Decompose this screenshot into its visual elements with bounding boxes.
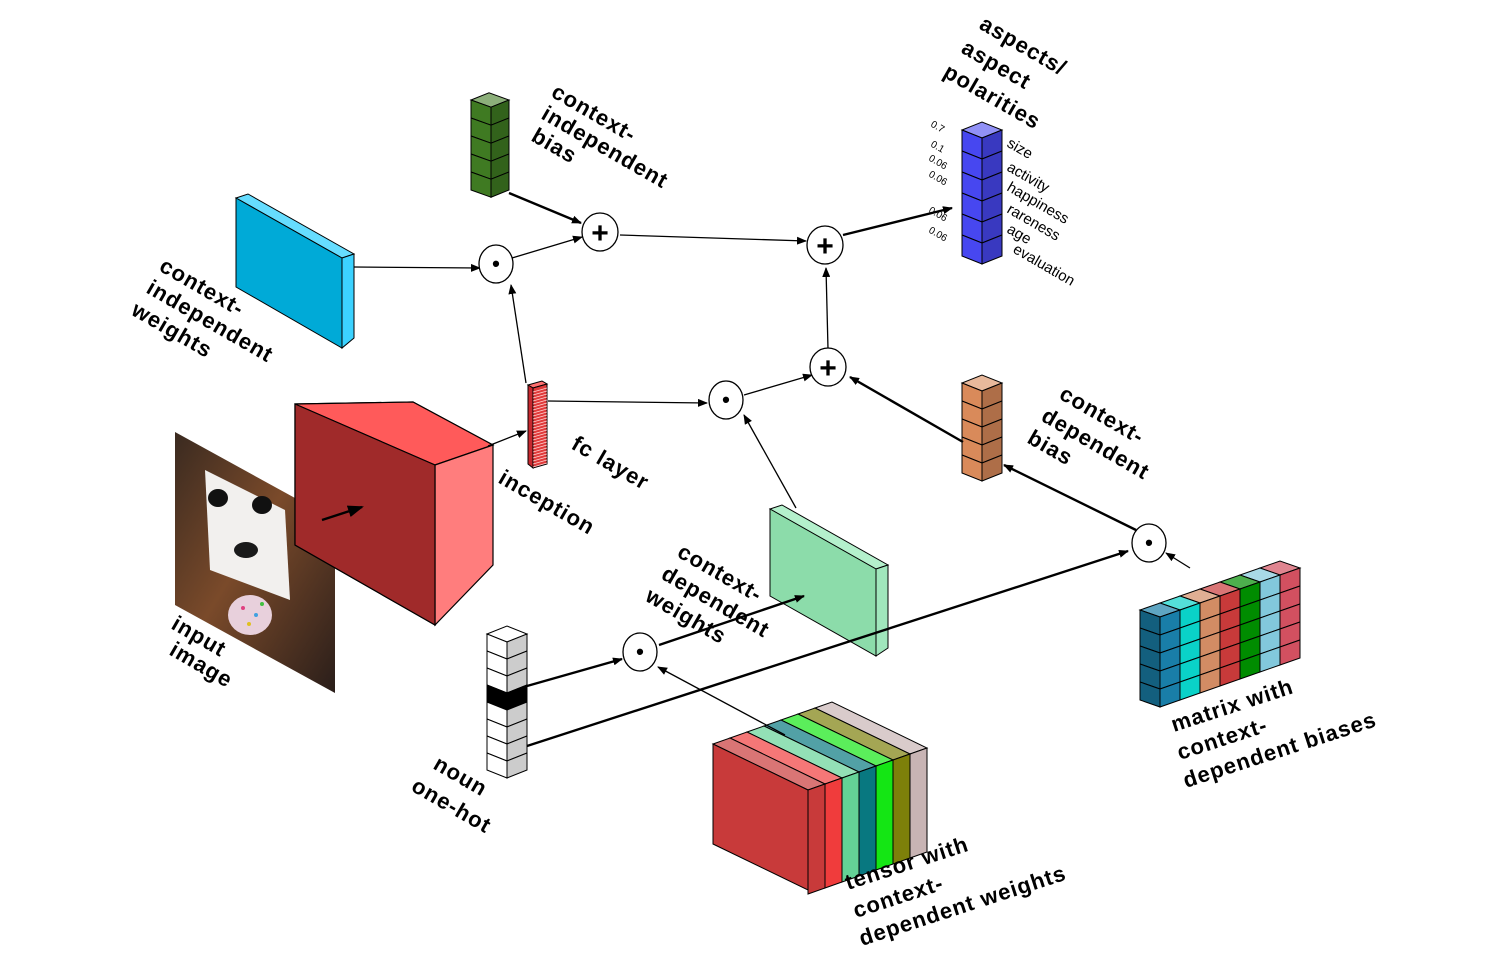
fc-unit-2: [532, 393, 548, 399]
tensor-slice-3: [858, 765, 877, 877]
fc-unit-22: [532, 453, 548, 459]
arrow-dot1-to-plus1: [511, 235, 583, 259]
op-plus-2: +: [806, 225, 844, 265]
op-dot-2-symbol: •: [722, 387, 730, 412]
tensor-slice-1: [824, 777, 843, 889]
arrow-ci-weights-to-dot1: [353, 263, 481, 272]
output-value-age: 0.06: [927, 205, 950, 224]
fc-unit-7: [532, 408, 548, 414]
fc-unit-20: [532, 447, 548, 453]
op-plus-3: +: [809, 347, 847, 387]
fc-unit-18: [532, 441, 548, 447]
arrow-plus3-to-plus2: [822, 267, 831, 350]
fc-unit-16: [532, 435, 548, 441]
fc-unit-15: [532, 432, 548, 438]
arrow-inception-to-fc: [487, 430, 527, 447]
noun-one-hot-stack: [485, 625, 529, 779]
cd-bias-stack: [960, 374, 1004, 482]
op-dot-3: •: [622, 632, 658, 672]
output-stack: [960, 121, 1004, 265]
connections: [321, 191, 1191, 748]
output-value-happiness: 0.06: [927, 153, 950, 172]
op-dot-2: •: [708, 380, 744, 420]
op-dot-4-symbol: •: [1145, 530, 1153, 555]
op-plus-1: +: [581, 212, 619, 252]
input-image: [175, 432, 335, 693]
matrix-left-4: [1139, 681, 1161, 708]
output-value-size: 0.7: [929, 119, 947, 136]
arrow-tensor-to-dot3: [657, 666, 786, 736]
tensor-slice-4: [875, 759, 894, 871]
fc-unit-13: [532, 426, 548, 432]
fc-unit-9: [532, 414, 548, 420]
output-label-evaluation: evaluation: [1010, 241, 1078, 290]
fc-unit-19: [532, 444, 548, 450]
tensor-block: [711, 701, 929, 895]
arrow-dot3-to-cd-weights: [658, 594, 805, 647]
arrow-matrix-to-dot4: [1165, 552, 1191, 569]
ci-weights-block: [234, 193, 356, 350]
arrow-plus2-to-output: [842, 206, 953, 237]
tensor-slice-5: [892, 753, 911, 865]
fc-unit-8: [532, 411, 548, 417]
op-dot-1: •: [478, 244, 514, 284]
fc-unit-23: [532, 456, 548, 462]
arrow-dot2-to-plus3: [743, 373, 813, 396]
arrow-dot4-to-cd-bias: [1003, 463, 1137, 532]
arrow-ci-bias-to-plus1: [508, 191, 582, 225]
noun-cell-side-7: [506, 752, 528, 779]
op-plus-3-symbol: +: [819, 352, 837, 385]
tensor-slice-0: [807, 783, 826, 895]
fc-unit-21: [532, 450, 548, 456]
matrix-block: [1138, 560, 1302, 708]
arrow-fc-to-dot1: [508, 284, 527, 384]
inception-label: inception: [495, 465, 600, 540]
arrow-image-to-inception: [321, 505, 364, 522]
arrow-fc-to-dot2: [547, 398, 708, 407]
fc-unit-25: [532, 462, 548, 468]
fc-unit-5: [532, 402, 548, 408]
fc-layer-label: fc layer: [568, 431, 654, 495]
arrow-plus1-to-plus2: [619, 234, 807, 245]
cd-weights-block: [768, 504, 890, 657]
fc-unit-24: [532, 459, 548, 465]
fc-unit-6: [532, 405, 548, 411]
fc-unit-10: [532, 417, 548, 423]
output-value-evaluation: 0.06: [927, 225, 950, 244]
fc-unit-12: [532, 423, 548, 429]
output-label-size: size: [1004, 135, 1036, 163]
fc-unit-1: [532, 390, 548, 396]
op-dot-4: •: [1131, 523, 1167, 563]
fc-unit-11: [532, 420, 548, 426]
op-plus-1-symbol: +: [591, 217, 609, 250]
fc-unit-3: [532, 396, 548, 402]
fc-unit-17: [532, 438, 548, 444]
arrow-cd-weights-to-dot2: [743, 414, 797, 509]
tensor-front: [712, 743, 809, 891]
fc-unit-0: [532, 387, 548, 393]
op-dot-3-symbol: •: [636, 639, 644, 664]
cd-bias-side-4: [981, 454, 1003, 482]
op-plus-2-symbol: +: [816, 230, 834, 263]
output-value-rareness: 0.06: [927, 169, 950, 188]
fc-unit-4: [532, 399, 548, 405]
ci-bias-side-4: [490, 171, 510, 198]
fc-unit-14: [532, 429, 548, 435]
tensor-slice-6: [909, 747, 928, 859]
arrow-noun-to-dot4: [526, 549, 1129, 748]
fc-layer: [526, 380, 549, 470]
arrow-cd-bias-to-plus3: [849, 375, 964, 444]
inception-block: [294, 401, 495, 627]
output-side-5: [981, 234, 1003, 265]
op-dot-1-symbol: •: [492, 251, 500, 276]
arrow-noun-to-dot3: [526, 657, 623, 688]
ci-bias-stack: [469, 92, 511, 198]
